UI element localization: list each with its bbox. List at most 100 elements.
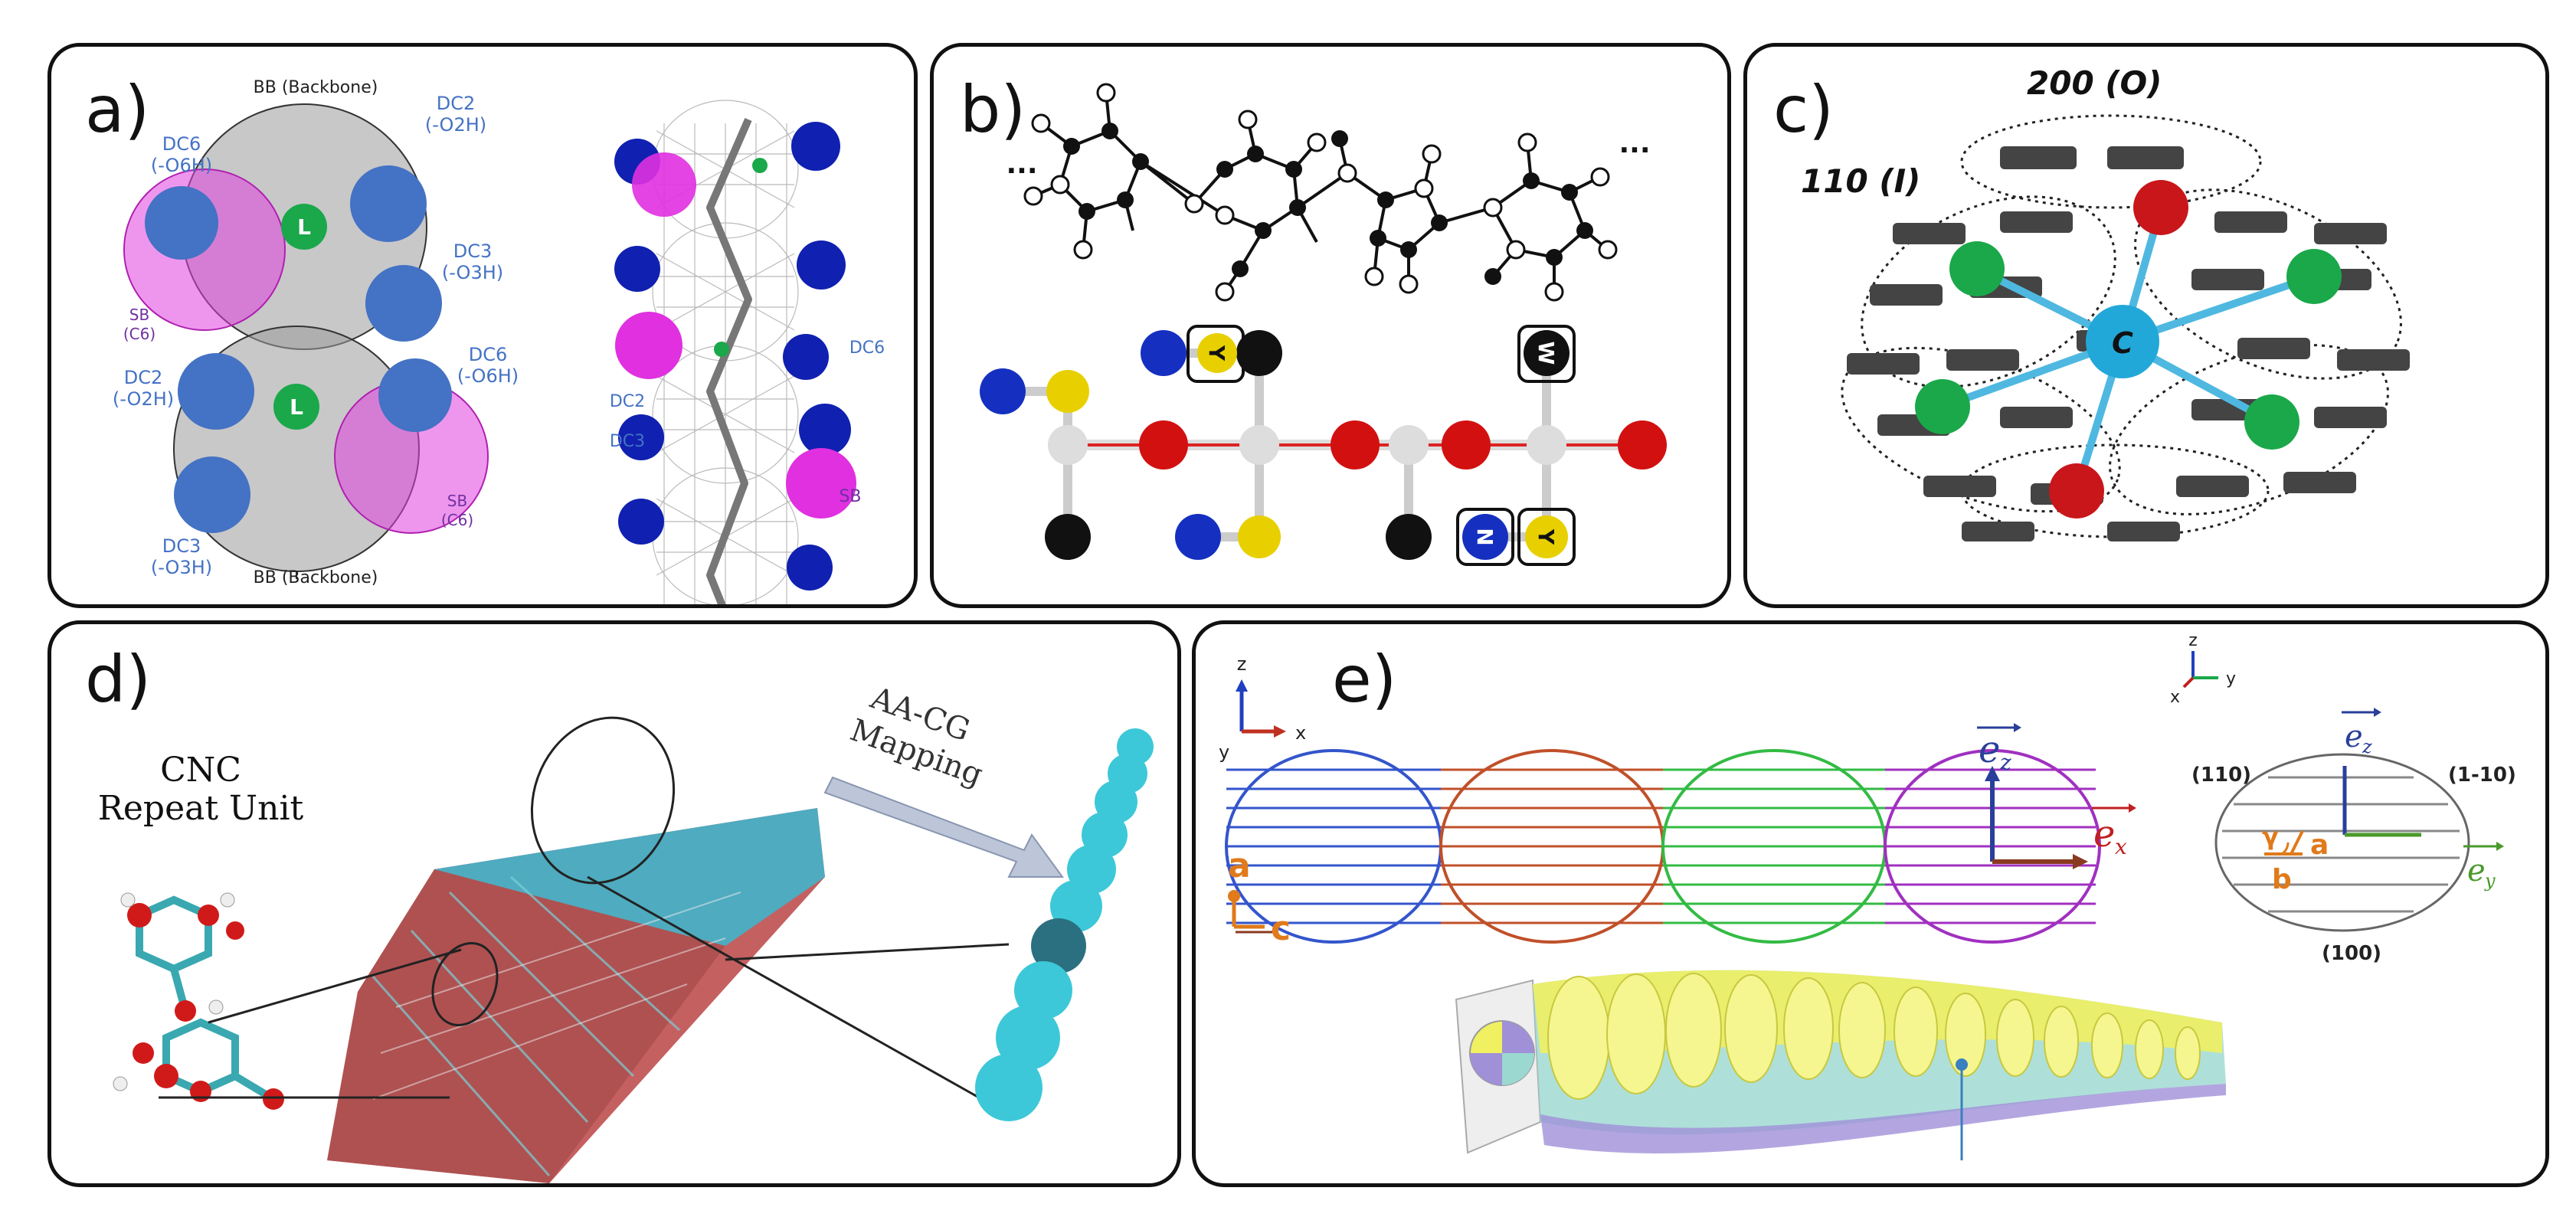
- neighbor-i-ll: [1915, 379, 1970, 434]
- dc3-top-group: (-O3H): [442, 262, 503, 283]
- dc3-bot-group: (-O3H): [151, 557, 212, 578]
- atomistic-atoms: [1023, 83, 1618, 302]
- inset-chains: [2222, 776, 2460, 913]
- dc6-bot-name: DC6: [469, 344, 508, 365]
- panel-c-label: c): [1773, 72, 1834, 147]
- dc2-bead-top: [350, 165, 427, 242]
- dc3-bot-name: DC3: [162, 535, 201, 557]
- l-bead-bot: [273, 384, 319, 430]
- dc2-bead-bot: [178, 353, 254, 430]
- inset-ey-sub: y: [2484, 870, 2496, 891]
- l-label-bot: L: [290, 394, 303, 420]
- cnc-crystal-block: [327, 716, 825, 1183]
- panel-a-diagram: L L BB (Backbone) BB (Backbone) DC6 (-O6…: [113, 78, 885, 604]
- dc2-bot-group: (-O2H): [113, 388, 174, 410]
- panel-a: a) L L BB (Backbone) BB (Backbone) DC6 (…: [47, 43, 918, 608]
- right-dc2-label: DC2: [610, 392, 645, 411]
- l-label-top: L: [297, 214, 311, 240]
- face-1m10-inset: (1-10): [2448, 764, 2516, 787]
- dc2-top-name: DC2: [437, 93, 476, 114]
- center-chain: [2086, 305, 2159, 378]
- sb-bot-group: (C6): [441, 511, 473, 529]
- repeat-unit-molecule: [113, 892, 284, 1110]
- ex-label: e: [2093, 813, 2115, 855]
- lattice-a-label: a: [1228, 846, 1251, 885]
- axis-x-label: x: [1295, 722, 1306, 744]
- inset-ez-sub: z: [2362, 736, 2372, 757]
- neighbor-i-ul: [1949, 241, 2005, 296]
- inset-z-label: z: [2188, 631, 2198, 650]
- bead-w-label: W: [1533, 342, 1559, 365]
- dc6-bead-top: [145, 186, 218, 260]
- panel-e: e) z x y: [1192, 620, 2549, 1187]
- dc6-top-name: DC6: [162, 133, 201, 155]
- dc6-bot-group: (-O6H): [457, 365, 519, 387]
- inset-a-label: a: [2310, 829, 2329, 861]
- bead-y-label-1: Y: [1204, 345, 1229, 362]
- dc6-bead-bot: [378, 358, 452, 432]
- panel-a-label: a): [85, 72, 150, 147]
- bead-y-label-2: Y: [1533, 528, 1559, 545]
- lattice-c-label: c: [1271, 909, 1291, 948]
- right-dc6-label: DC6: [849, 339, 885, 358]
- right-dc3-label: DC3: [610, 432, 645, 451]
- cg-bead-chain: [980, 325, 1667, 566]
- neighbor-o-top: [2133, 180, 2188, 235]
- dc3-top-name: DC3: [453, 240, 493, 262]
- dc2-top-group: (-O2H): [425, 114, 486, 136]
- neighbor-i-ur: [2286, 249, 2342, 304]
- bb-label-bot: BB (Backbone): [254, 568, 378, 587]
- bb-label-top: BB (Backbone): [254, 78, 378, 97]
- strand-field: [1226, 768, 2096, 924]
- inset-x-label: x: [2170, 688, 2180, 707]
- axis-y-label: y: [1219, 741, 1229, 763]
- face-110-inset: (110): [2191, 764, 2251, 787]
- panel-b-label: b): [960, 72, 1026, 147]
- inset-frame: [2264, 708, 2504, 855]
- inset-ellipse: [2214, 753, 2470, 932]
- bead-n-label: N: [1472, 528, 1497, 545]
- dc3-bead-top: [365, 265, 442, 342]
- cnc-label-line2: Repeat Unit: [98, 789, 304, 828]
- lattice-vectors-left: [1228, 890, 1272, 934]
- cg-strand-mesh: [603, 100, 856, 604]
- neighbor-i-lr: [2244, 394, 2299, 450]
- face-110-label: 110 (I): [1801, 162, 1920, 200]
- cnc-label-line1: CNC: [160, 751, 241, 790]
- l-bead-top: [281, 204, 327, 250]
- right-sb-label: SB: [839, 487, 861, 506]
- panel-e-diagram: z x y: [1219, 631, 2516, 1160]
- segment-ellipses: [1225, 749, 2101, 944]
- panel-d-diagram: CNC Repeat Unit: [98, 680, 1154, 1183]
- panel-d: d) CNC Repeat Unit: [47, 620, 1181, 1187]
- panel-c: c) 200 (O) 110 (I): [1743, 43, 2549, 608]
- sb-top-group: (C6): [123, 325, 155, 343]
- sb-bot-name: SB: [447, 492, 467, 510]
- face-200-label: 200 (O): [2027, 64, 2162, 102]
- ez-label: e: [1979, 728, 2000, 771]
- local-frame-main: [1977, 723, 2136, 869]
- inset-ez-label: e: [2345, 719, 2363, 754]
- neighbor-o-bottom: [2049, 463, 2104, 519]
- axis-triad-left: [1236, 679, 1286, 738]
- inset-gamma-label: γ: [2262, 822, 2279, 851]
- panel-c-diagram: 200 (O) 110 (I): [1801, 64, 2410, 541]
- dc6-top-group: (-O6H): [151, 155, 212, 176]
- panel-b: b): [930, 43, 1731, 608]
- cg-beads: [975, 728, 1154, 1121]
- inset-ey-label: e: [2467, 853, 2486, 888]
- inset-b-label: b: [2272, 864, 2292, 895]
- sb-top-name: SB: [129, 306, 149, 324]
- inset-axis-triad: [2182, 651, 2218, 689]
- dc2-bot-name: DC2: [124, 367, 163, 388]
- ellipsis-left: ...: [1006, 149, 1037, 180]
- panel-d-label: d): [85, 642, 152, 717]
- dc3-bead-bot: [174, 456, 250, 533]
- cg-ellipsoid-chain: [1455, 970, 2226, 1160]
- face-100-inset: (100): [2322, 942, 2381, 965]
- mapping-arrow: [823, 776, 1064, 878]
- panel-b-diagram: ... ...: [980, 83, 1667, 566]
- atomistic-chain: [1033, 92, 1609, 293]
- ellipsis-right: ...: [1619, 128, 1650, 159]
- ez-sub: z: [1999, 750, 2011, 775]
